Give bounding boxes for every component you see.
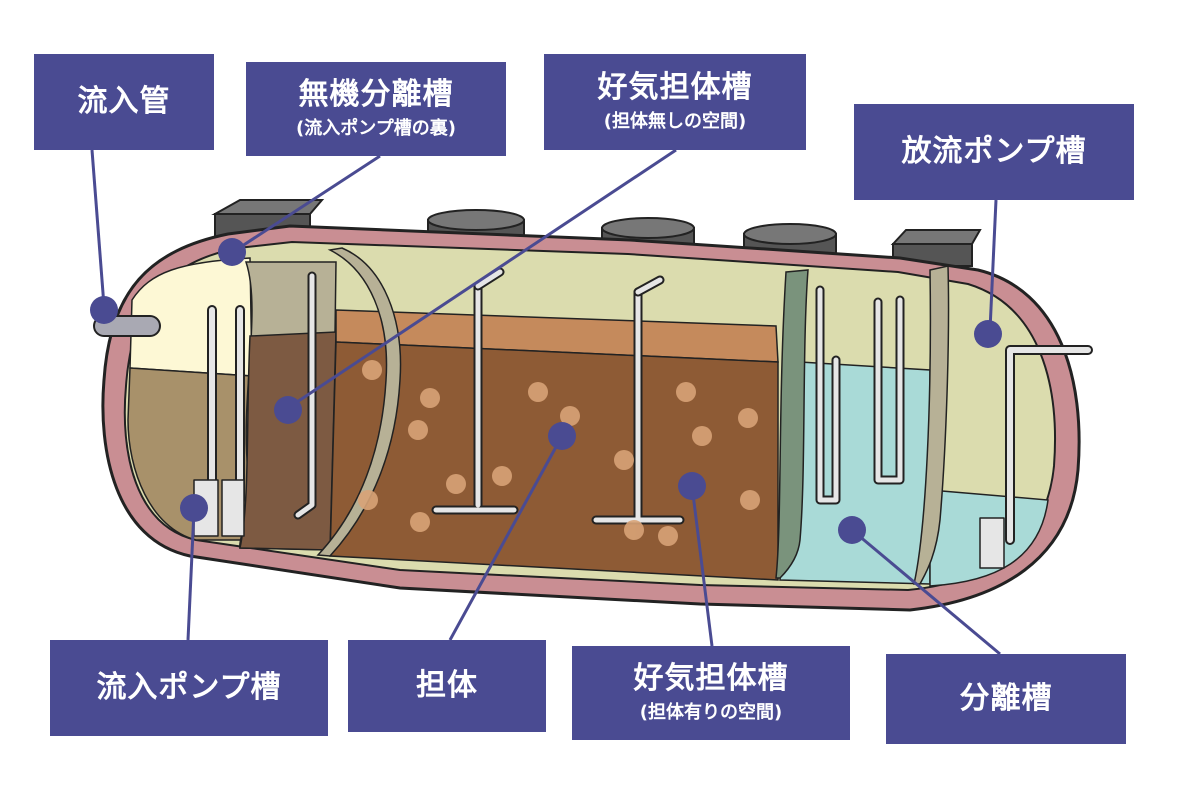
carrier-ball (740, 490, 760, 510)
marker-inflow-pump (180, 494, 208, 522)
carrier-ball (676, 382, 696, 402)
marker-aerobic-empty (274, 396, 302, 424)
label-inflow-pipe-text: 流入管 (77, 83, 171, 119)
carrier-ball (362, 360, 382, 380)
carrier-ball (446, 474, 466, 494)
label-aerobic-tank-with-carrier-subtext: (担体有りの空間) (639, 701, 783, 723)
label-carrier-text: 担体 (416, 667, 478, 703)
carrier-ball (614, 450, 634, 470)
marker-inflow-pipe (90, 296, 118, 324)
carrier-ball (738, 408, 758, 428)
label-inflow-pipe: 流入管 (34, 54, 214, 150)
carrier-ball (560, 406, 580, 426)
leader-line-inorganic-separation (235, 154, 381, 252)
leader-line-separation (851, 528, 1001, 656)
label-discharge-pump-tank: 放流ポンプ槽 (854, 104, 1134, 200)
separation-partition-right (913, 265, 950, 585)
marker-carrier (548, 422, 576, 450)
aerobic-tank-left-wall (316, 247, 402, 557)
leader-line-carrier (448, 435, 564, 641)
label-separation-tank: 分離槽 (886, 654, 1126, 744)
label-carrier: 担体 (348, 640, 546, 732)
carrier-ball (358, 490, 378, 510)
marker-separation (838, 516, 866, 544)
square-cover-right (890, 229, 982, 267)
label-aerobic-tank-with-carrier: 好気担体槽 (担体有りの空間) (572, 646, 850, 740)
carrier-ball (658, 526, 678, 546)
inflow-pump-tank-liquid (127, 367, 253, 541)
markers (90, 238, 1002, 544)
leader-lines (90, 148, 1001, 656)
inorganic-separation-sludge (239, 331, 337, 551)
separation-partition-left (775, 269, 809, 579)
leader-line-discharge-pump (988, 199, 998, 331)
label-inorganic-separation-tank-subtext: (流入ポンプ槽の裏) (296, 117, 456, 139)
leader-line-inflow-pump (186, 509, 196, 641)
label-inorganic-separation-tank-text: 無機分離槽 (298, 77, 454, 113)
leader-line-aerobic-carrier (690, 485, 714, 647)
carrier-ball (692, 426, 712, 446)
carrier-ball (420, 388, 440, 408)
carrier-ball (492, 466, 512, 486)
label-inflow-pump-tank-text: 流入ポンプ槽 (96, 669, 282, 705)
label-aerobic-tank-empty: 好気担体槽 (担体無しの空間) (544, 54, 806, 150)
pipes (93, 267, 1093, 569)
carrier-ball (410, 512, 430, 532)
carrier-ball (408, 420, 428, 440)
carrier-balls (358, 360, 760, 546)
label-aerobic-tank-with-carrier-text: 好気担体槽 (633, 661, 789, 697)
label-inorganic-separation-tank: 無機分離槽 (流入ポンプ槽の裏) (246, 62, 506, 156)
leader-line-aerobic-empty (287, 148, 677, 410)
label-aerobic-tank-empty-subtext: (担体無しの空間) (603, 110, 747, 132)
marker-aerobic-carrier (678, 472, 706, 500)
carrier-ball (528, 382, 548, 402)
label-inflow-pump-tank: 流入ポンプ槽 (50, 640, 328, 736)
label-separation-tank-text: 分離槽 (959, 680, 1053, 716)
marker-discharge-pump (974, 320, 1002, 348)
carrier-ball (624, 520, 644, 540)
label-aerobic-tank-empty-text: 好気担体槽 (597, 70, 753, 106)
marker-inorganic-separation (218, 238, 246, 266)
label-discharge-pump-tank-text: 放流ポンプ槽 (901, 133, 1087, 169)
leader-line-inflow-pipe (90, 149, 106, 307)
